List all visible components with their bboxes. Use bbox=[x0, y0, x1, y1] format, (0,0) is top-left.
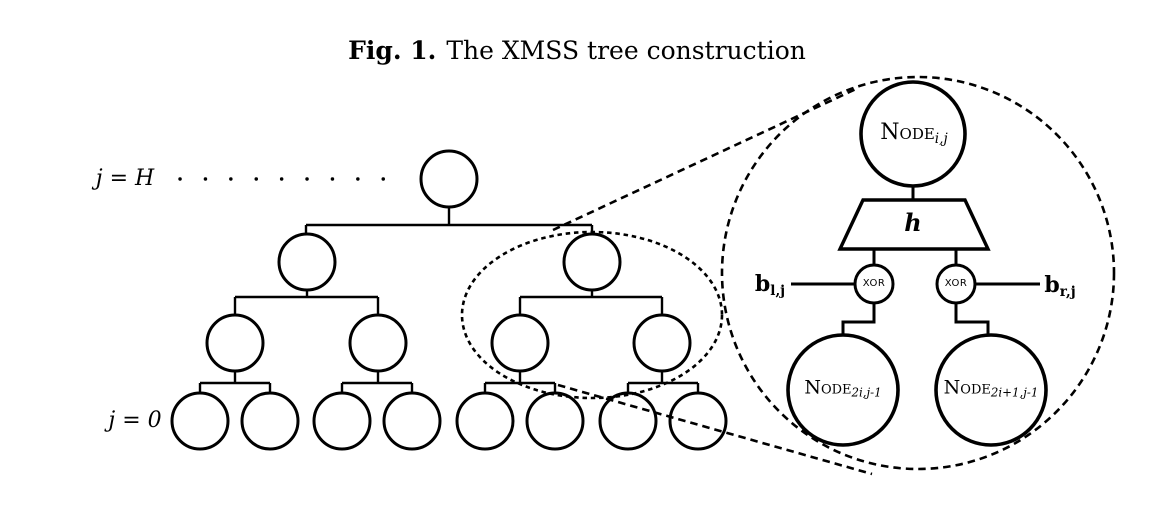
hash-trapezoid bbox=[837, 198, 991, 251]
child-left-name: Node bbox=[804, 376, 852, 399]
tree-node-circle bbox=[632, 313, 692, 373]
hash-function-label: h bbox=[904, 208, 922, 237]
leaf-node-circle bbox=[668, 391, 728, 451]
parent-node-name: Node bbox=[880, 120, 935, 145]
figure-caption-text: The XMSS tree construction bbox=[446, 36, 806, 65]
tree-node-circle bbox=[205, 313, 265, 373]
leaf-node-circle bbox=[598, 391, 658, 451]
leaf-connector-3 bbox=[483, 371, 557, 394]
leaf-node-circle bbox=[312, 391, 372, 451]
figure-caption: Fig. 1. The XMSS tree construction bbox=[249, 36, 905, 65]
leaf-node-circle bbox=[525, 391, 585, 451]
magnifier bbox=[460, 75, 1116, 476]
leaf-node-circle bbox=[455, 391, 515, 451]
tree-node-circle bbox=[490, 313, 550, 373]
child-right-name: Node bbox=[943, 376, 991, 399]
bitmask-right-subscript: r,j bbox=[1059, 283, 1076, 300]
child-left-label: Node2i,j-1 bbox=[804, 376, 882, 400]
figure-caption-label: Fig. 1. bbox=[348, 36, 437, 65]
child-left-subscript: 2i,j-1 bbox=[851, 385, 882, 400]
level-h-label: j = H bbox=[95, 166, 155, 191]
zoom-upper-tangent-line bbox=[552, 87, 857, 232]
bitmask-left-label: bl,j bbox=[754, 271, 785, 298]
leaf-connector-4 bbox=[626, 371, 700, 394]
xor-to-child-left-link bbox=[841, 303, 876, 337]
bitmask-right-label: br,j bbox=[1044, 272, 1075, 299]
zoom-lower-tangent-line bbox=[557, 383, 873, 476]
child-right-label: Node2i+1,j-1 bbox=[943, 376, 1039, 400]
leaf-connector-1 bbox=[198, 371, 272, 394]
tree-node-circle bbox=[277, 232, 337, 292]
bitmask-left-name: b bbox=[754, 271, 771, 297]
zoom-source-ellipse bbox=[460, 230, 724, 400]
xor-left-label: XOR bbox=[862, 278, 886, 289]
parent-node-subscript: i,j bbox=[934, 130, 948, 147]
root-connector bbox=[304, 207, 594, 237]
child-right-subscript: 2i+1,j-1 bbox=[990, 385, 1039, 400]
left-subtree-connector bbox=[233, 290, 380, 316]
bitmask-right-name: b bbox=[1044, 272, 1060, 298]
leaf-node-circle bbox=[170, 391, 230, 451]
parent-node-label: Nodei,j bbox=[880, 120, 948, 147]
right-subtree-connector bbox=[518, 290, 664, 316]
parent-node-circle bbox=[859, 80, 967, 188]
child-left-circle bbox=[786, 333, 900, 447]
bitmask-left-subscript: l,j bbox=[770, 282, 786, 299]
detail-view bbox=[786, 80, 1048, 447]
xor-to-child-right-link bbox=[954, 303, 990, 337]
child-right-circle bbox=[934, 333, 1048, 447]
leaf-connector-2 bbox=[340, 371, 414, 394]
xor-right-label: XOR bbox=[944, 278, 968, 289]
main-tree bbox=[170, 149, 728, 451]
zoom-lens-circle bbox=[720, 75, 1116, 471]
level-0-label: j = 0 bbox=[108, 408, 162, 433]
leaf-node-circle bbox=[382, 391, 442, 451]
tree-node-circle bbox=[348, 313, 408, 373]
root-node-circle bbox=[419, 149, 479, 209]
tree-node-circle bbox=[562, 232, 622, 292]
leaf-node-circle bbox=[240, 391, 300, 451]
